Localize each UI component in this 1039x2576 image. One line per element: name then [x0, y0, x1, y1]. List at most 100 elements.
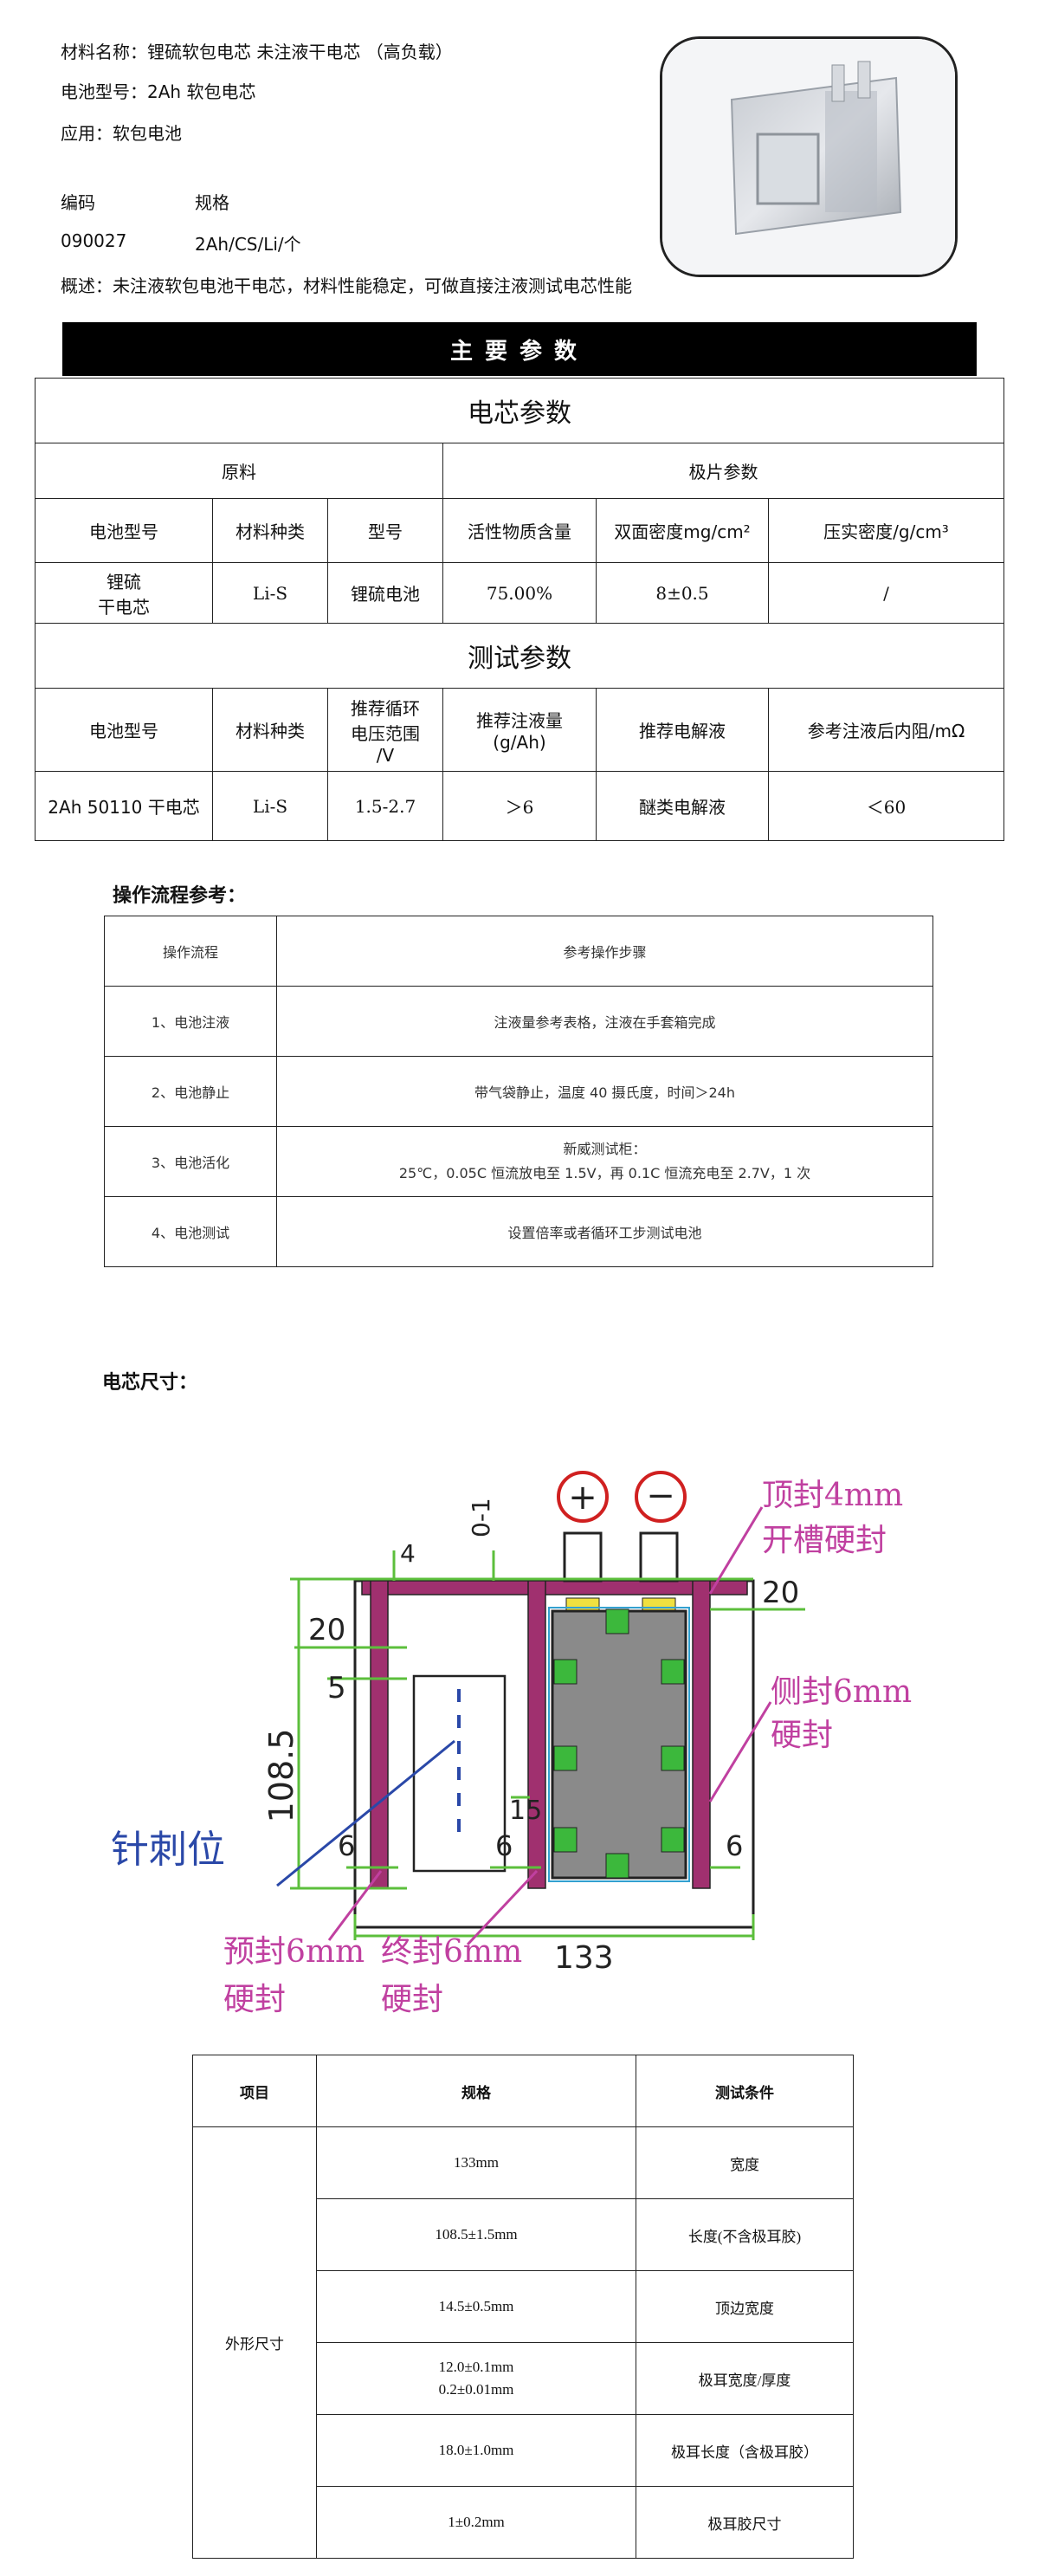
test-col-resistance: 参考注液后内阻/mΩ [768, 688, 1004, 772]
battery-model: 电池型号：2Ah 软包电芯 [61, 81, 256, 102]
spec-head-spec: 规格 [316, 2055, 636, 2127]
dim-6-left: 6 [338, 1829, 355, 1862]
spec-value-5: 18.0±1.0mm [316, 2414, 636, 2487]
dimension-title: 电芯尺寸： [102, 1372, 198, 1394]
col-model: 型号 [327, 498, 443, 563]
col-active-content: 活性物质含量 [442, 498, 597, 563]
spec-cond-6: 极耳胶尺寸 [636, 2486, 854, 2559]
dim-20-right: 20 [762, 1576, 799, 1610]
cell-active-value: 75.00% [442, 562, 597, 624]
process-step-4: 4、电池测试 [104, 1196, 277, 1267]
cell-type-value: 锂硫电池 [327, 562, 443, 624]
process-step-3: 3、电池活化 [104, 1126, 277, 1197]
pouch-cell-image [662, 39, 955, 275]
pre-seal-label-2: 硬封 [223, 1982, 286, 2017]
spec-value-3: 14.5±0.5mm [316, 2270, 636, 2343]
dim-20-left: 20 [308, 1613, 345, 1647]
tab-positive [563, 1531, 603, 1582]
code-label: 编码 [61, 192, 95, 213]
pre-seal-bar [370, 1580, 389, 1889]
pole-header: 极片参数 [442, 443, 1004, 499]
col-density: 双面密度mg/cm² [596, 498, 769, 563]
spec-value: 2Ah/CS/Li/个 [195, 234, 301, 255]
cell-compaction-value: / [768, 562, 1004, 624]
spec-cond-3: 顶边宽度 [636, 2270, 854, 2343]
spec-group: 外形尺寸 [192, 2126, 317, 2559]
main-params-banner: 主要参数 [62, 322, 977, 376]
spec-table: 项目 规格 测试条件 外形尺寸 133mm 宽度 108.5±1.5mm 长度(… [192, 2055, 854, 2559]
test-model-value: 2Ah 50110 干电芯 [35, 771, 213, 841]
application: 应用：软包电池 [61, 123, 182, 144]
minus-symbol: − [646, 1476, 675, 1516]
process-detail-3: 新威测试柜： 25℃，0.05C 恒流放电至 1.5V，再 0.1C 恒流充电至… [276, 1126, 933, 1197]
test-col-material: 材料种类 [212, 688, 328, 772]
process-head-step: 操作流程 [104, 916, 277, 987]
cell-params-table: 电芯参数 原料 极片参数 电池型号 材料种类 型号 活性物质含量 双面密度mg/… [35, 378, 1004, 841]
test-col-injection: 推荐注液量 (g/Ah) [442, 688, 597, 772]
process-detail-2: 带气袋静止，温度 40 摄氏度，时间＞24h [276, 1056, 933, 1127]
spec-value-4: 12.0±0.1mm 0.2±0.01mm [316, 2342, 636, 2415]
side-seal-label: 侧封6mm [771, 1674, 912, 1710]
top-seal-label: 顶封4mm [762, 1478, 903, 1513]
test-resistance-value: ＜60 [768, 771, 1004, 841]
test-col-electrolyte: 推荐电解液 [596, 688, 769, 772]
dim-6-right: 6 [726, 1829, 743, 1862]
end-seal-label: 终封6mm [381, 1934, 522, 1970]
cell-model-value: 锂硫 干电芯 [35, 562, 213, 624]
spec-cond-2: 长度(不含极耳胶) [636, 2198, 854, 2271]
end-seal-label-2: 硬封 [381, 1982, 443, 2017]
process-head-detail: 参考操作步骤 [276, 916, 933, 987]
side-seal-label-2: 硬封 [771, 1718, 833, 1753]
dim-15: 15 [509, 1796, 542, 1826]
process-detail-1: 注液量参考表格，注液在手套箱完成 [276, 986, 933, 1057]
process-step-2: 2、电池静止 [104, 1056, 277, 1127]
cell-dimension-diagram: + − [111, 1471, 912, 2017]
process-step-1: 1、电池注液 [104, 986, 277, 1057]
spec-cond-4: 极耳宽度/厚度 [636, 2342, 854, 2415]
test-params-title: 测试参数 [35, 623, 1004, 689]
process-title: 操作流程参考： [113, 885, 247, 907]
test-injection-value: ＞6 [442, 771, 597, 841]
dim-6-mid: 6 [495, 1829, 513, 1862]
dim-5: 5 [327, 1671, 346, 1705]
raw-header: 原料 [35, 443, 443, 499]
spec-cond-1: 宽度 [636, 2126, 854, 2199]
negative-terminal-icon [635, 1471, 687, 1523]
spec-cond-5: 极耳长度（含极耳胶） [636, 2414, 854, 2487]
process-detail-4: 设置倍率或者循环工步测试电池 [276, 1196, 933, 1267]
pre-seal-label: 预封6mm [223, 1934, 365, 1970]
test-electrolyte-value: 醚类电解液 [596, 771, 769, 841]
overview: 概述：未注液软包电池干电芯，材料性能稳定，可做直接注液测试电芯性能 [61, 275, 632, 296]
test-material-value: Li-S [212, 771, 328, 841]
cell-params-title: 电芯参数 [35, 378, 1004, 443]
top-seal-label-2: 开槽硬封 [762, 1523, 887, 1558]
spec-label: 规格 [195, 192, 229, 213]
plus-symbol: + [568, 1478, 597, 1518]
test-voltage-value: 1.5-2.7 [327, 771, 443, 841]
needle-label: 针刺位 [111, 1828, 225, 1872]
material-name: 材料名称：锂硫软包电芯 未注液干电芯 （高负载） [61, 42, 453, 62]
needle-pointer [276, 1739, 455, 1887]
spec-value-1: 133mm [316, 2126, 636, 2199]
dim-108-5: 108.5 [262, 1729, 300, 1823]
cell-density-value: 8±0.5 [596, 562, 769, 624]
product-photo [660, 36, 958, 277]
end-seal-bar [527, 1580, 546, 1889]
col-compaction: 压实密度/g/cm³ [768, 498, 1004, 563]
positive-terminal-icon [557, 1471, 609, 1523]
code-value: 090027 [61, 230, 127, 251]
col-battery-model: 电池型号 [35, 498, 213, 563]
test-col-model: 电池型号 [35, 688, 213, 772]
dim-0-1: 0-1 [467, 1498, 495, 1537]
tab-negative [639, 1531, 679, 1582]
col-material-type: 材料种类 [212, 498, 328, 563]
spec-value-6: 1±0.2mm [316, 2486, 636, 2559]
cell-material-value: Li-S [212, 562, 328, 624]
dim-133: 133 [554, 1940, 614, 1976]
test-col-voltage: 推荐循环 电压范围 /V [327, 688, 443, 772]
side-seal-bar [692, 1580, 711, 1889]
spec-head-condition: 测试条件 [636, 2055, 854, 2127]
spec-value-2: 108.5±1.5mm [316, 2198, 636, 2271]
electrode-outline [548, 1607, 690, 1882]
dim-4: 4 [400, 1539, 416, 1568]
